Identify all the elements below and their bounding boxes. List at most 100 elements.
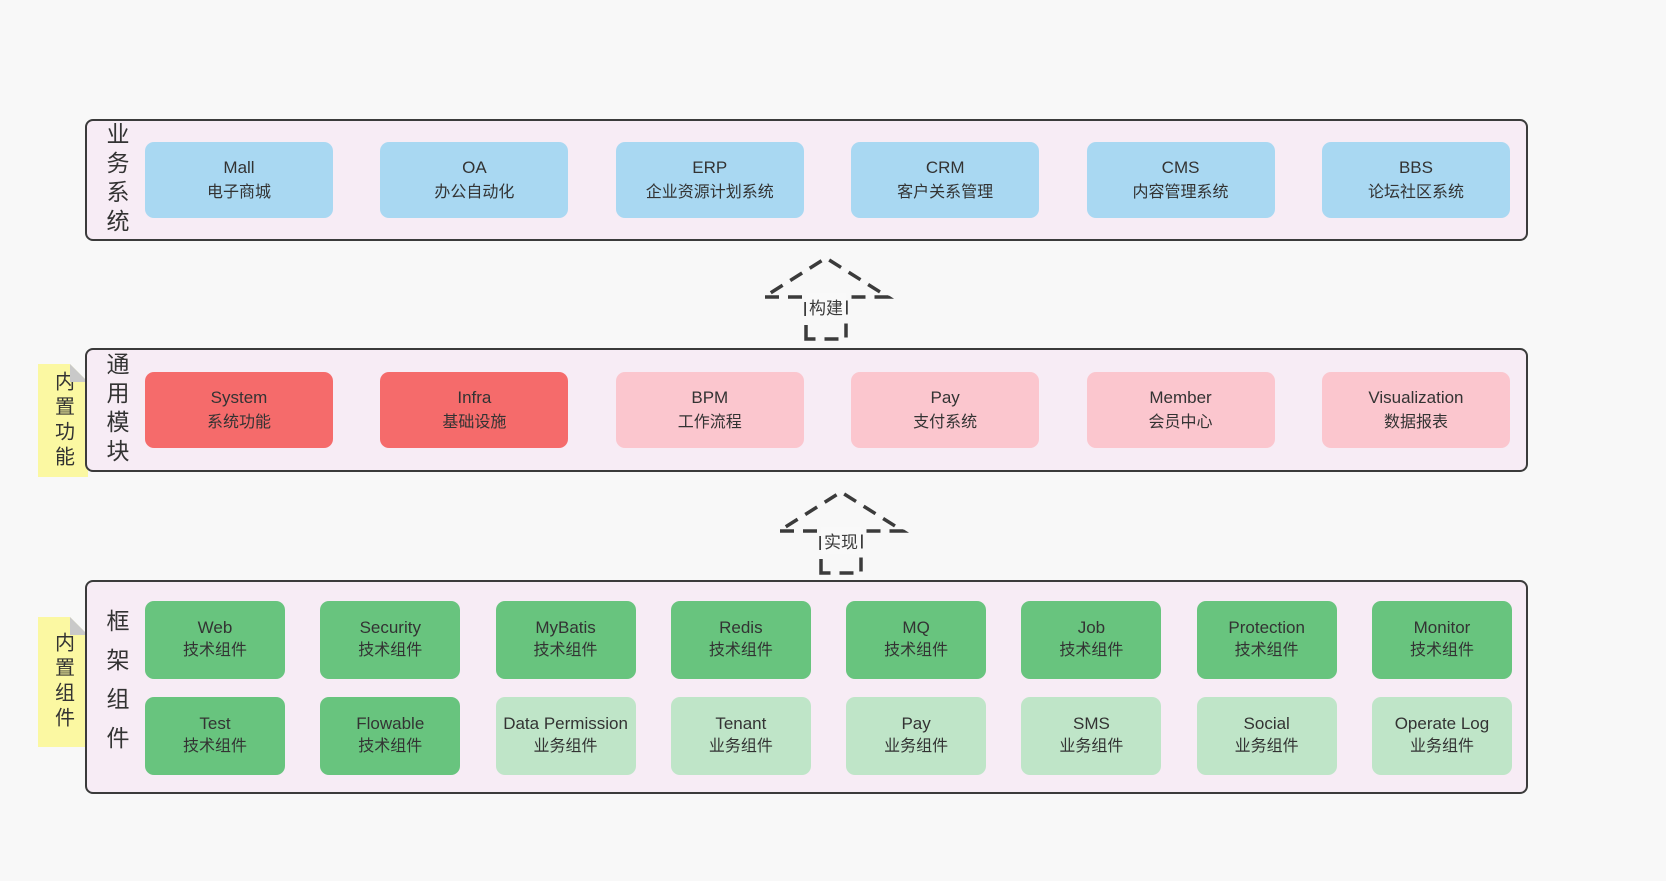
arrow-label: 实现 xyxy=(821,527,861,554)
box-subtitle: 业务组件 xyxy=(533,738,598,756)
box-subtitle: 技术组件 xyxy=(182,738,247,756)
up-arrow-icon xyxy=(772,489,910,575)
box-subtitle: 业务组件 xyxy=(1059,738,1124,756)
box-mall: Mall 电子商城 xyxy=(145,142,333,218)
framework-row-1: Web 技术组件 Security 技术组件 MyBatis 技术组件 Redi… xyxy=(145,601,1512,679)
box-subtitle: 基础设施 xyxy=(442,413,507,431)
box-title: Social xyxy=(1243,713,1290,733)
box-security: Security 技术组件 xyxy=(320,601,461,679)
box-subtitle: 技术组件 xyxy=(182,642,247,660)
box-protection: Protection 技术组件 xyxy=(1196,601,1337,679)
box-tenant: Tenant 业务组件 xyxy=(670,697,811,775)
box-title: Data Permission xyxy=(503,713,628,733)
note-built-in-features: 内置功能 xyxy=(38,364,88,477)
box-monitor: Monitor 技术组件 xyxy=(1371,601,1512,679)
box-subtitle: 技术组件 xyxy=(358,738,423,756)
box-member: Member 会员中心 xyxy=(1086,372,1275,448)
box-title: ERP xyxy=(692,158,728,178)
box-oa: OA 办公自动化 xyxy=(380,142,569,218)
box-pay-component: Pay 业务组件 xyxy=(846,697,987,775)
box-subtitle: 业务组件 xyxy=(1234,738,1299,756)
box-title: CMS xyxy=(1161,158,1200,178)
box-subtitle: 业务组件 xyxy=(1409,738,1474,756)
box-job: Job 技术组件 xyxy=(1021,601,1162,679)
box-subtitle: 技术组件 xyxy=(533,642,598,660)
box-operate-log: Operate Log 业务组件 xyxy=(1371,697,1512,775)
box-title: BBS xyxy=(1398,158,1433,178)
box-title: System xyxy=(210,388,268,408)
box-title: MyBatis xyxy=(535,617,596,637)
box-title: Tenant xyxy=(715,713,767,733)
box-subtitle: 业务组件 xyxy=(708,738,773,756)
box-test: Test 技术组件 xyxy=(145,697,285,775)
box-title: Redis xyxy=(719,617,763,637)
box-subtitle: 系统功能 xyxy=(206,413,271,431)
box-title: Member xyxy=(1149,388,1212,408)
panel-content: Mall 电子商城 OA 办公自动化 ERP 企业资源计划系统 CRM 客户关系… xyxy=(145,121,1526,239)
box-subtitle: 支付系统 xyxy=(913,413,978,431)
box-title: Web xyxy=(197,617,233,637)
box-title: Protection xyxy=(1228,617,1305,637)
box-subtitle: 业务组件 xyxy=(884,738,949,756)
note-label: 内置组件 xyxy=(51,632,74,732)
box-subtitle: 会员中心 xyxy=(1148,413,1213,431)
box-subtitle: 企业资源计划系统 xyxy=(645,183,774,201)
box-title: MQ xyxy=(902,617,930,637)
box-data-permission: Data Permission 业务组件 xyxy=(495,697,636,775)
panel-content: System 系统功能 Infra 基础设施 BPM 工作流程 Pay 支付系统… xyxy=(145,350,1526,470)
panel-title: 通用模块 xyxy=(103,352,129,468)
box-subtitle: 技术组件 xyxy=(1059,642,1124,660)
box-subtitle: 电子商城 xyxy=(206,183,271,201)
box-subtitle: 数据报表 xyxy=(1383,413,1448,431)
box-subtitle: 客户关系管理 xyxy=(897,183,994,201)
box-visualization: Visualization 数据报表 xyxy=(1321,372,1510,448)
box-title: OA xyxy=(462,158,487,178)
box-title: Infra xyxy=(457,388,492,408)
box-system: System 系统功能 xyxy=(145,372,333,448)
box-title: Job xyxy=(1077,617,1106,637)
box-infra: Infra 基础设施 xyxy=(380,372,569,448)
box-mybatis: MyBatis 技术组件 xyxy=(495,601,636,679)
panel-label-column: 业务系统 xyxy=(87,121,145,239)
panel-common-modules: 通用模块 System 系统功能 Infra 基础设施 BPM 工作流程 Pay… xyxy=(85,348,1528,472)
note-label: 内置功能 xyxy=(51,370,74,471)
box-bpm: BPM 工作流程 xyxy=(615,372,804,448)
box-crm: CRM 客户关系管理 xyxy=(851,142,1040,218)
box-subtitle: 技术组件 xyxy=(1234,642,1299,660)
box-subtitle: 技术组件 xyxy=(358,642,423,660)
box-title: BPM xyxy=(691,388,729,408)
box-redis: Redis 技术组件 xyxy=(670,601,811,679)
box-subtitle: 内容管理系统 xyxy=(1132,183,1229,201)
arrow-implement: 实现 xyxy=(771,485,911,575)
box-subtitle: 办公自动化 xyxy=(434,183,515,201)
box-flowable: Flowable 技术组件 xyxy=(320,697,461,775)
panel-business-systems: 业务系统 Mall 电子商城 OA 办公自动化 ERP 企业资源计划系统 CRM… xyxy=(85,119,1528,241)
box-mq: MQ 技术组件 xyxy=(846,601,987,679)
box-subtitle: 技术组件 xyxy=(1409,642,1474,660)
arrow-build: 构建 xyxy=(756,251,896,341)
box-title: Monitor xyxy=(1413,617,1471,637)
box-title: Mall xyxy=(223,158,255,178)
box-social: Social 业务组件 xyxy=(1196,697,1337,775)
box-subtitle: 技术组件 xyxy=(884,642,949,660)
box-pay-module: Pay 支付系统 xyxy=(851,372,1040,448)
box-cms: CMS 内容管理系统 xyxy=(1086,142,1275,218)
panel-content: Web 技术组件 Security 技术组件 MyBatis 技术组件 Redi… xyxy=(145,582,1526,792)
framework-row-2: Test 技术组件 Flowable 技术组件 Data Permission … xyxy=(145,697,1512,775)
up-arrow-icon xyxy=(757,255,895,341)
box-title: Security xyxy=(359,617,421,637)
box-title: SMS xyxy=(1072,713,1110,733)
panel-label-column: 通用模块 xyxy=(87,350,145,470)
box-title: Flowable xyxy=(356,713,425,733)
box-subtitle: 论坛社区系统 xyxy=(1367,183,1464,201)
note-built-in-components: 内置组件 xyxy=(38,617,88,747)
box-title: Visualization xyxy=(1368,388,1464,408)
box-sms: SMS 业务组件 xyxy=(1021,697,1162,775)
box-title: Operate Log xyxy=(1394,713,1490,733)
box-title: Test xyxy=(199,713,231,733)
panel-title: 业务系统 xyxy=(103,122,129,238)
panel-title: 框架组件 xyxy=(103,609,129,765)
arrow-label: 构建 xyxy=(806,293,846,320)
box-bbs: BBS 论坛社区系统 xyxy=(1321,142,1510,218)
box-subtitle: 技术组件 xyxy=(708,642,773,660)
